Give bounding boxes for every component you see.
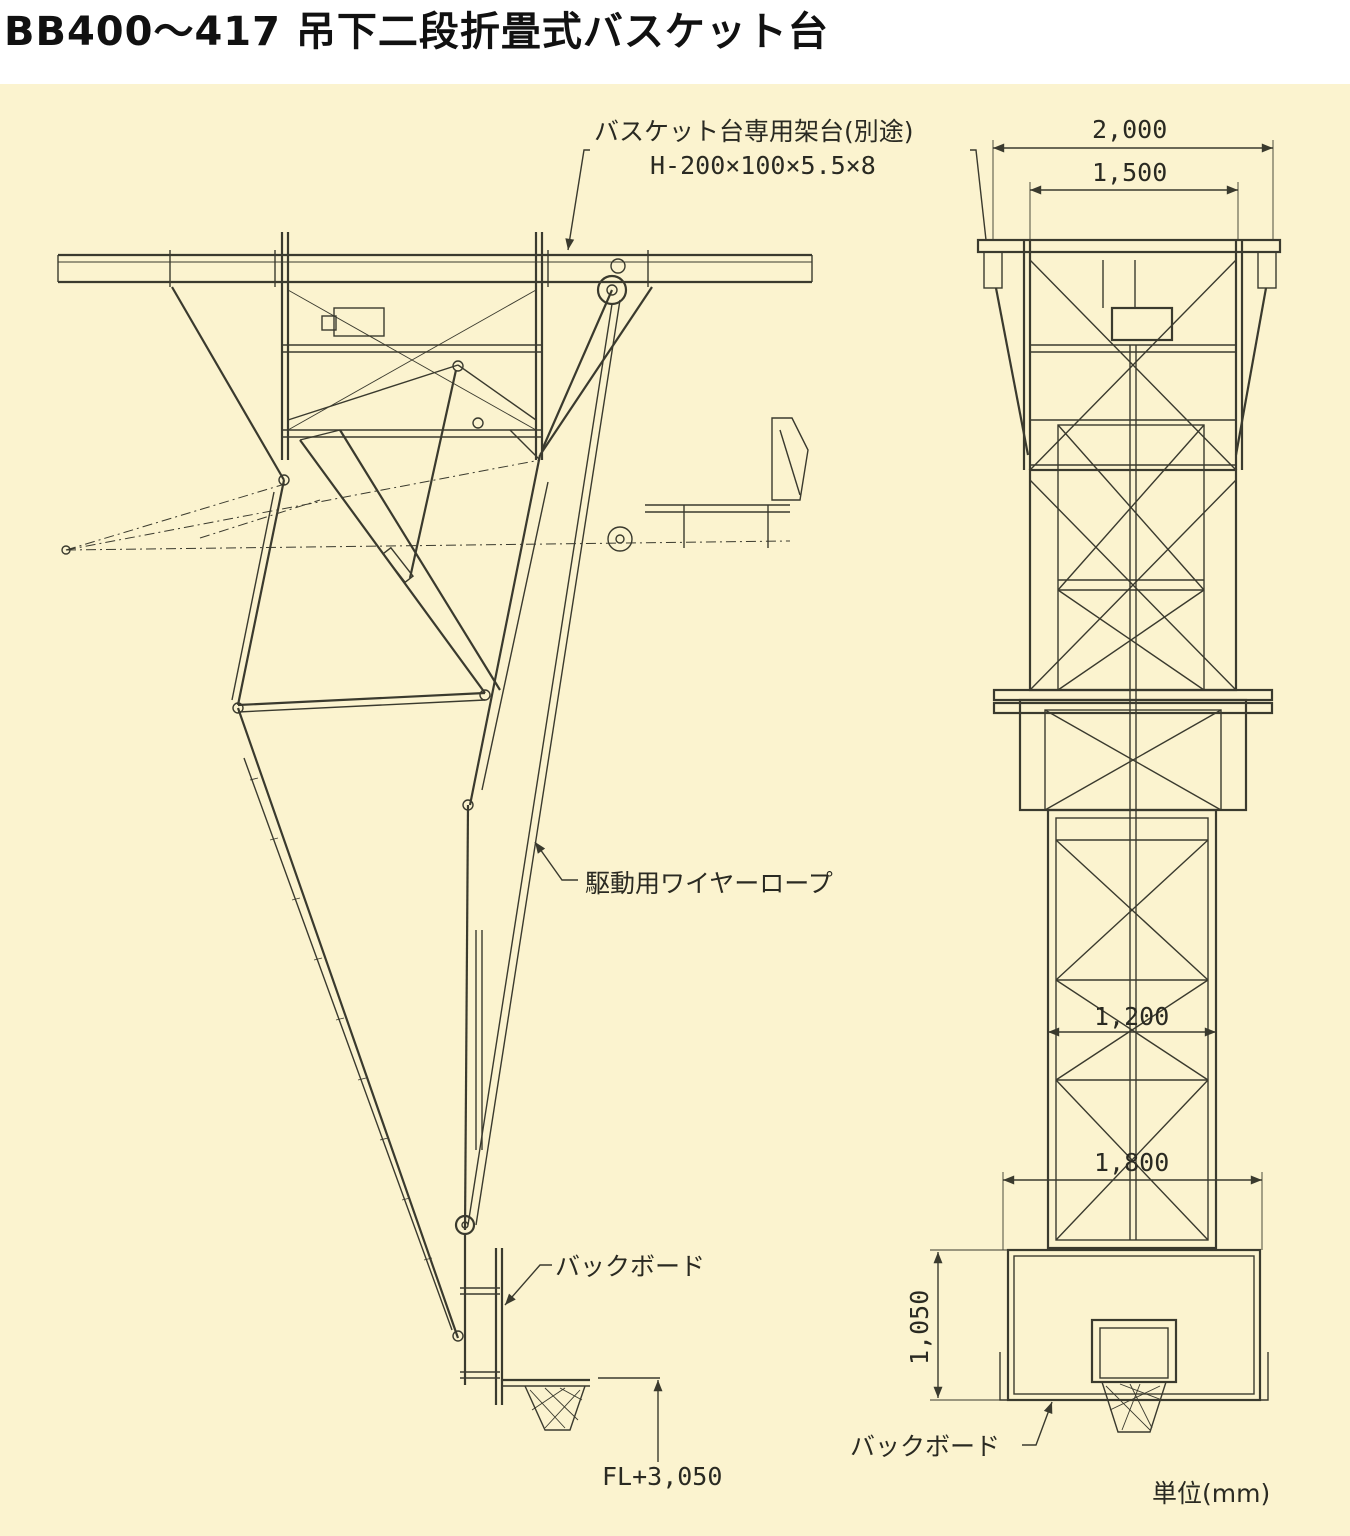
side-view	[57, 149, 813, 1462]
frame-spec-label: H-200×100×5.5×8	[650, 151, 876, 180]
upper-arm	[231, 369, 549, 811]
floor-height-label: FL+3,050	[602, 1462, 722, 1491]
backboard-side-label: バックボード	[555, 1252, 705, 1281]
side-leaders	[504, 149, 663, 1462]
wire-rope-label: 駆動用ワイヤーロープ	[585, 869, 833, 898]
backboard-front-label: バックボード	[850, 1432, 1000, 1461]
front-upper-section	[1028, 345, 1238, 1240]
dim-1800: 1,800	[1094, 1148, 1169, 1177]
backboard-side	[460, 1235, 590, 1431]
front-view	[930, 140, 1282, 1446]
page-title: BB400〜417 吊下二段折畳式バスケット台	[4, 9, 829, 55]
front-middle-joint	[992, 688, 1274, 812]
dim-1500: 1,500	[1092, 158, 1167, 187]
folded-position-lines	[61, 417, 809, 555]
suspension-stays	[171, 286, 653, 481]
front-top-frame	[976, 238, 1282, 471]
dim-1050: 1,050	[905, 1290, 934, 1365]
dim-2000: 2,000	[1092, 115, 1167, 144]
h-beam-frame	[57, 250, 813, 287]
frame-note-label: バスケット台専用架台(別途)	[594, 117, 914, 146]
lower-arm	[236, 707, 483, 1342]
backboard-front	[999, 1248, 1269, 1433]
front-dimension-lines	[930, 140, 1274, 1446]
dim-1200: 1,200	[1094, 1002, 1169, 1031]
wire-rope	[467, 299, 621, 1226]
upper-frame	[280, 232, 544, 460]
unit-label: 単位(mm)	[1152, 1479, 1270, 1508]
